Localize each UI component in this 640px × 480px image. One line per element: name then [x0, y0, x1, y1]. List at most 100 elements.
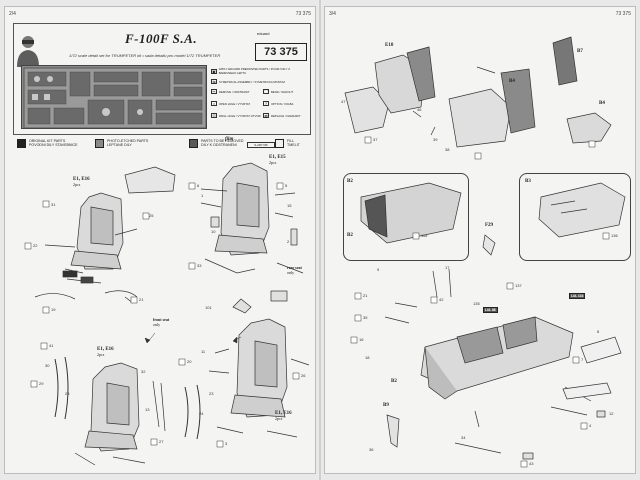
part-number: 30	[45, 363, 50, 368]
part-number: 18	[365, 355, 370, 360]
part-number: 27	[159, 439, 164, 444]
swatch-original	[17, 139, 26, 148]
part-tag: LUL 134	[569, 293, 586, 299]
part-number: 32	[141, 369, 146, 374]
part-number: 135	[473, 301, 480, 306]
part-b4-second-label: B4	[599, 101, 605, 106]
pilot-emblem-icon	[17, 36, 39, 67]
swatch-remove	[189, 139, 198, 148]
part-number: 2	[287, 239, 290, 244]
part-number: 39	[433, 137, 438, 142]
part-number: 17	[445, 265, 450, 270]
part-number: 23	[209, 391, 214, 396]
part-b2-inset-label: B2	[347, 179, 353, 184]
legend-item: ▣APPLY EDUARD PREPAINTED PARTS / POUZIJ …	[211, 67, 290, 75]
part-number: 26	[301, 373, 306, 378]
part-number: 29	[39, 381, 44, 386]
legend-item: ✂REMOVE / ODSTRANIT	[211, 89, 250, 94]
part-number: 13	[145, 407, 150, 412]
page-code: 73 375	[295, 11, 311, 17]
part-number: 31	[51, 202, 56, 207]
part-number: 46	[417, 107, 422, 112]
paint-icon: ▣	[211, 68, 217, 74]
page-fold	[319, 0, 321, 480]
part-number: 35	[363, 315, 368, 320]
part-number: 37	[373, 137, 378, 142]
instruction-page-left: 2/4 73 375 F-100F S.A. 1/72 scale detail…	[4, 6, 316, 474]
page-number: 2/4	[9, 11, 16, 17]
part-number: 15	[287, 203, 292, 208]
part-b9-label: B9	[383, 403, 389, 408]
part-number: 38	[445, 147, 450, 152]
part-number: 25	[149, 213, 154, 218]
part-number: 101	[205, 305, 212, 310]
drill-icon: ⊙	[211, 113, 217, 118]
legend-item: ⊙DRILL HOLE / VYVRTAT OTVOR	[211, 113, 261, 118]
part-number: 19	[51, 307, 56, 312]
remove-icon: ✂	[211, 89, 217, 94]
film-code: S-2R7 MF	[247, 142, 275, 148]
photo-etch-fret	[21, 65, 207, 129]
symbol-legend: ▣APPLY EDUARD PREPAINTED PARTS / POUZIJ …	[211, 65, 307, 129]
symmetry-icon: ⇋	[211, 79, 217, 84]
brand-logo: eduard	[257, 31, 270, 36]
legend-item: ?OPTION / VOLBA	[263, 101, 294, 106]
part-number: 10	[211, 229, 216, 234]
part-number: 22	[33, 243, 38, 248]
part-number: 16	[359, 337, 364, 342]
part-number: 3	[225, 441, 228, 446]
part-number: 47	[341, 99, 346, 104]
part-number: 5	[285, 183, 288, 188]
part-number: 137	[515, 283, 522, 288]
page-number: 3/4	[329, 11, 336, 17]
bend-icon: ⌒	[263, 89, 269, 94]
part-number: 21	[139, 297, 144, 302]
detail-inset-right	[519, 173, 631, 261]
part-b7-label: B7	[577, 49, 583, 54]
legend-item: ○OPEN HOLE / VYVRTAT	[211, 101, 251, 106]
part-tag: LUL 88	[483, 307, 498, 313]
part-number: 20	[187, 359, 192, 364]
page-code: 73 375	[615, 11, 631, 17]
part-b4-label: B4	[509, 79, 515, 84]
part-f29-label: F29	[485, 223, 494, 228]
part-number: 28	[65, 391, 70, 396]
part-b2-main-label: B2	[391, 379, 397, 384]
kit-subtitle: 1/72 scale detail set for TRUMPETER kit …	[69, 53, 221, 58]
replace-icon: ⇄	[263, 113, 269, 118]
legend-item: ⇄REPLACE / NAHRADIT	[263, 113, 301, 118]
part-number: 12	[609, 411, 614, 416]
part-number: 7	[581, 357, 584, 362]
instruction-page-right: 3/4 73 375	[324, 6, 636, 474]
open-hole-icon: ○	[211, 101, 217, 106]
kit-title: F-100F S.A.	[125, 31, 198, 46]
part-number: 36	[369, 447, 374, 452]
part-e10-label: E10	[385, 43, 394, 48]
part-number: 43	[529, 461, 534, 466]
part-number: 34	[461, 435, 466, 440]
seat-assembly-drawings	[24, 162, 310, 466]
header-panel	[13, 23, 311, 135]
film-label: film	[225, 137, 234, 142]
detail-inset-left	[343, 173, 469, 261]
option-icon: ?	[263, 101, 269, 106]
part-number: 118	[421, 233, 428, 238]
legend-item: ⌒BEND / OHNOUT	[263, 89, 294, 94]
part-number: 24	[199, 411, 204, 416]
part-number: 11	[201, 349, 206, 354]
part-number: 4	[589, 423, 592, 428]
part-b2-inset-label: B2	[347, 233, 353, 238]
cockpit-assembly-drawings	[344, 36, 626, 468]
part-b3-inset-label: B3	[525, 179, 531, 184]
part-number: 8	[597, 329, 600, 334]
